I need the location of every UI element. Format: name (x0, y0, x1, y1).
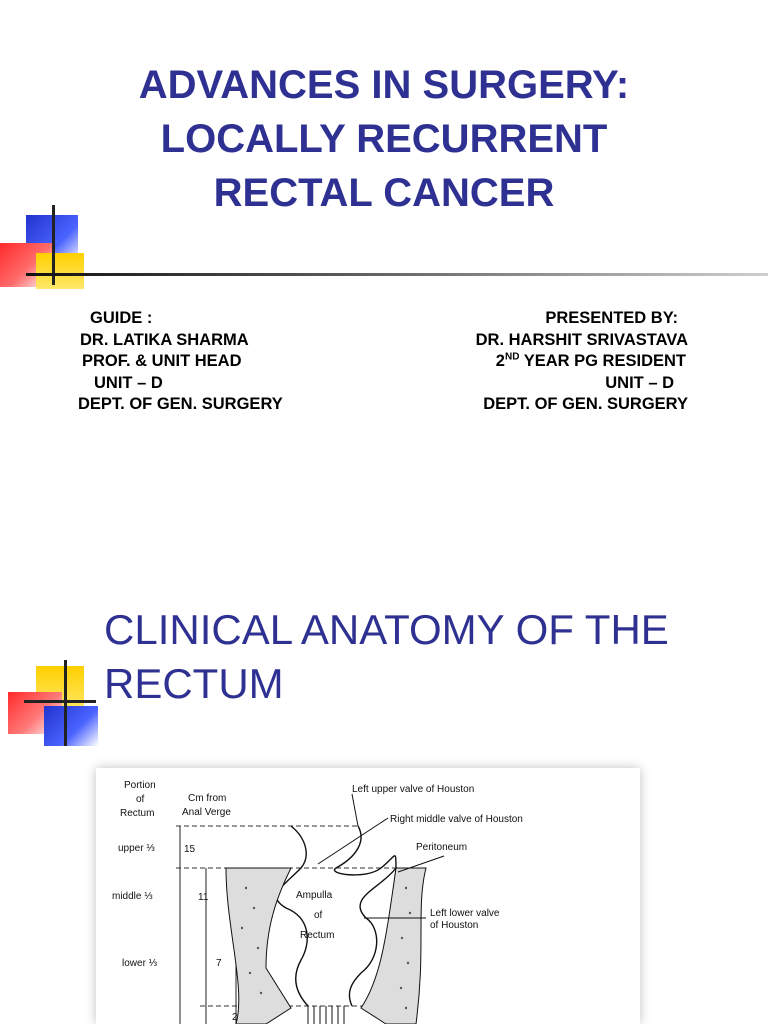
peritoneal-tissue (225, 867, 427, 1024)
anatomy-title-line-1: CLINICAL ANATOMY OF THE (104, 606, 669, 653)
title-line-2: LOCALLY RECURRENT (160, 117, 608, 161)
presenter-year: 2ND YEAR PG RESIDENT (495, 351, 686, 370)
ampulla-line-1: Ampulla (296, 890, 333, 901)
decorative-squares-graphic (0, 205, 768, 295)
presenter-unit: UNIT – D (605, 373, 674, 392)
label-peritoneum: Peritoneum (416, 842, 467, 853)
rectum-diagram: Portion of Rectum Cm from Anal Verge upp… (112, 780, 523, 1024)
rectum-anatomy-figure: Portion of Rectum Cm from Anal Verge upp… (96, 768, 640, 1024)
guide-dept: DEPT. OF GEN. SURGERY (78, 395, 283, 413)
label-left-lower-valve-2: of Houston (430, 920, 478, 931)
guide-block: GUIDE : DR. LATIKA SHARMA PROF. & UNIT H… (78, 308, 283, 416)
ampulla-line-2: of (314, 910, 323, 921)
portion-middle: middle ⅓ (112, 891, 153, 902)
anal-canal-lines (307, 1006, 345, 1024)
cm-7: 7 (216, 958, 222, 969)
presenter-heading: PRESENTED BY: (545, 309, 678, 327)
tissue-texture (240, 886, 412, 1010)
portion-upper: upper ⅓ (118, 843, 155, 854)
header-portion-1: Portion (124, 780, 156, 791)
guide-name: DR. LATIKA SHARMA (80, 330, 249, 349)
header-portion-2: of (136, 794, 145, 805)
presenter-dept: DEPT. OF GEN. SURGERY (483, 395, 688, 413)
anatomy-title-line-2: RECTUM (104, 660, 284, 707)
guide-heading: GUIDE : (90, 309, 153, 327)
title-line-1: ADVANCES IN SURGERY: (138, 63, 630, 107)
guide-designation: PROF. & UNIT HEAD (82, 352, 242, 370)
header-portion-3: Rectum (120, 808, 154, 819)
presenter-block: PRESENTED BY: DR. HARSHIT SRIVASTAVA 2ND… (476, 308, 688, 416)
anatomy-slide-title: CLINICAL ANATOMY OF THE RECTUM (104, 603, 669, 711)
title-slide: ADVANCES IN SURGERY: LOCALLY RECURRENT R… (0, 58, 768, 416)
label-left-upper-valve: Left upper valve of Houston (352, 784, 474, 795)
cm-11: 11 (198, 892, 209, 903)
slide-title: ADVANCES IN SURGERY: LOCALLY RECURRENT R… (0, 58, 768, 220)
title-line-3: RECTAL CANCER (213, 171, 555, 215)
label-left-lower-valve-1: Left lower valve (430, 908, 500, 919)
portion-lower: lower ⅓ (122, 958, 158, 969)
guide-unit: UNIT – D (94, 373, 163, 392)
ampulla-line-3: Rectum (300, 930, 334, 941)
header-cm-2: Anal Verge (182, 807, 231, 818)
cm-15: 15 (184, 844, 196, 855)
header-cm-1: Cm from (188, 793, 226, 804)
presenter-name: DR. HARSHIT SRIVASTAVA (475, 330, 688, 349)
cm-2: 2 (232, 1012, 238, 1023)
label-right-middle-valve: Right middle valve of Houston (390, 814, 523, 825)
decorative-squares-graphic-2 (0, 660, 110, 750)
